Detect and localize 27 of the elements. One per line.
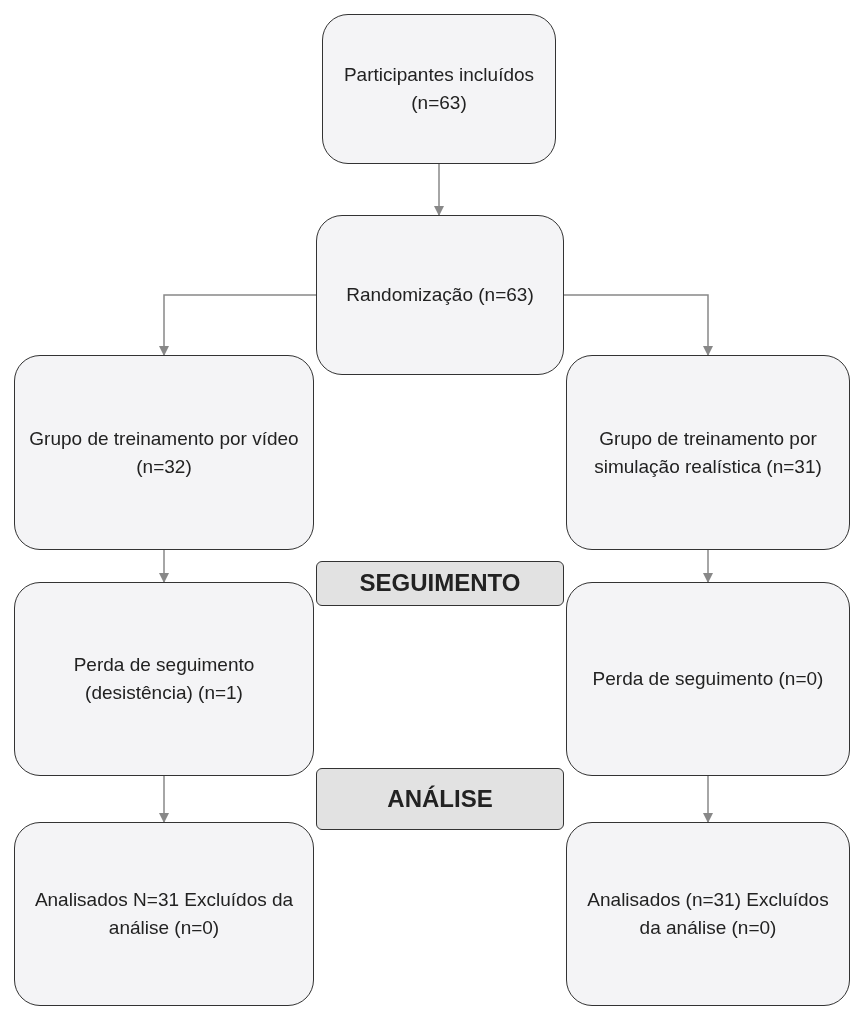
box-text: Randomização (n=63)	[346, 283, 534, 308]
process-box	[566, 822, 850, 1006]
arrow	[159, 775, 169, 823]
box-text: Analisados (n=31) Excluídos da análise (n=0)	[586, 888, 830, 940]
arrow	[434, 163, 444, 216]
section-label: ANÁLISE	[387, 783, 493, 814]
process-box	[566, 582, 850, 776]
arrow	[159, 549, 169, 583]
box-text: Grupo de treinamento por vídeo (n=32)	[28, 426, 300, 479]
arrow	[703, 775, 713, 823]
process-box	[14, 582, 314, 776]
box-text: Perda de seguimento (n=0)	[592, 667, 824, 692]
process-box	[316, 215, 564, 375]
box-text: Perda de seguimento (desistência) (n=1)	[72, 653, 256, 705]
section-band	[316, 768, 564, 830]
section-label: SEGUIMENTO	[359, 568, 521, 599]
arrow	[703, 549, 713, 583]
process-box	[322, 14, 556, 164]
process-box	[566, 355, 850, 550]
process-box	[14, 355, 314, 550]
box-text: Analisados N=31 Excluídos da análise (n=0)	[33, 888, 295, 940]
arrow	[563, 294, 713, 356]
box-text: Grupo de treinamento por simulação realística (n=31)	[593, 426, 823, 479]
section-band	[316, 561, 564, 606]
process-box	[14, 822, 314, 1006]
arrow	[159, 294, 317, 356]
box-text: Participantes incluídos (n=63)	[342, 63, 536, 115]
